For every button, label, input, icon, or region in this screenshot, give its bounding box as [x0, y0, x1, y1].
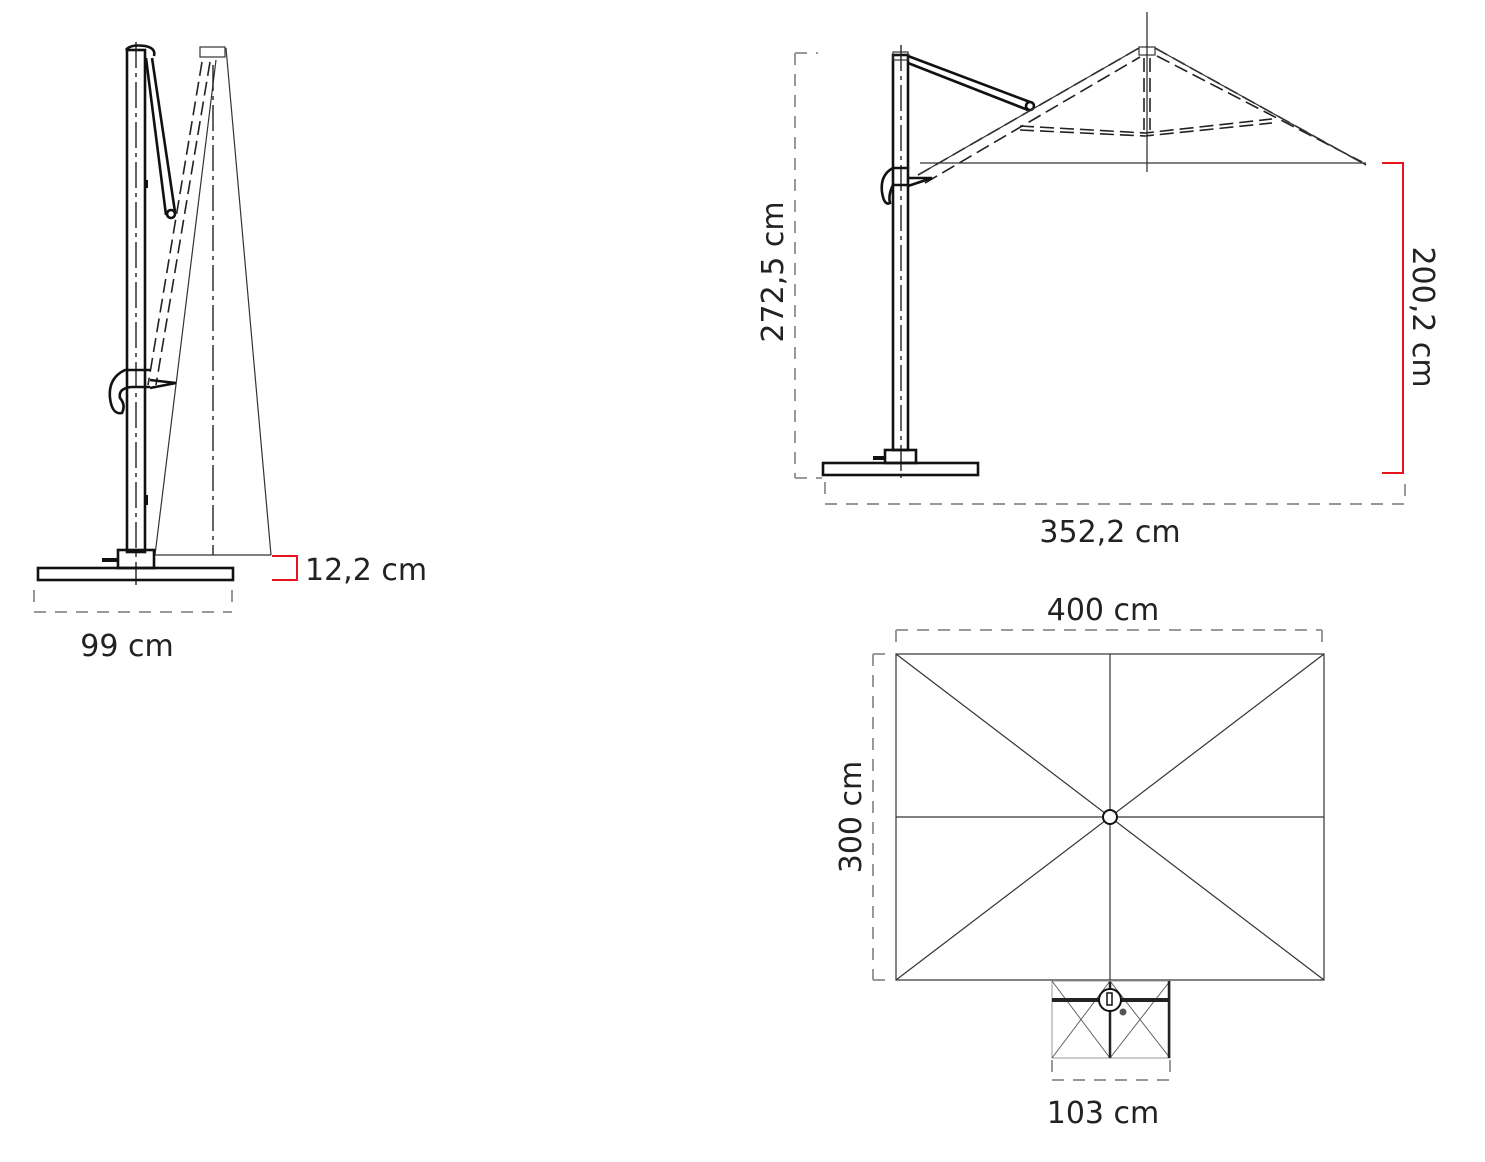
dimension-line: [872, 653, 892, 981]
red-dimension-bracket: [1382, 162, 1404, 474]
strut: [147, 61, 211, 386]
base-plate: [821, 461, 980, 477]
arm-joint: [165, 208, 177, 220]
base-plate: [36, 566, 235, 582]
base-width-dimension-left: 99 cm: [33, 590, 233, 664]
red-dimension-bracket: [272, 555, 298, 581]
total-height-dimension: 272,5 cm: [756, 52, 822, 479]
dimension-line: [895, 629, 1323, 650]
base-width-dimension-top: 103 cm: [1047, 1060, 1171, 1131]
dimension-line: [33, 590, 233, 613]
ground-clearance-label: 12,2 cm: [305, 553, 427, 588]
canopy-length-dimension: 400 cm: [895, 593, 1323, 650]
dimension-line: [824, 482, 1406, 505]
base-width-label: 103 cm: [1047, 1096, 1160, 1131]
open-umbrella-side-view: [821, 12, 1367, 478]
ground-clearance-dimension: 12,2 cm: [272, 553, 427, 588]
crank-handle: [880, 166, 933, 205]
canopy-edge-height-label: 200,2 cm: [1405, 246, 1440, 387]
canopy-hub: [1102, 809, 1118, 825]
dimension-line: [794, 52, 822, 479]
arm: [907, 54, 1031, 112]
base-top-view: [1051, 980, 1171, 1059]
pole-pin: [144, 495, 148, 505]
total-reach-dimension: 352,2 cm: [824, 482, 1406, 550]
canopy-edge-height-dimension: 200,2 cm: [1382, 162, 1440, 474]
crank-handle: [108, 368, 177, 415]
canopy-width-label: 300 cm: [834, 761, 869, 874]
arm: [144, 57, 177, 216]
closed-umbrella-side-view: [36, 42, 272, 585]
dimension-line: [1051, 1060, 1171, 1081]
pole-pin: [144, 180, 148, 188]
total-reach-label: 352,2 cm: [1039, 515, 1180, 550]
canopy-width-dimension: 300 cm: [834, 653, 892, 981]
lower-struts: [1019, 118, 1273, 137]
pole-cap: [124, 44, 156, 57]
total-height-label: 272,5 cm: [756, 201, 791, 342]
canopy-length-label: 400 cm: [1047, 593, 1160, 628]
top-view: [895, 653, 1325, 1059]
canopy-hub: [199, 46, 226, 58]
base-width-label: 99 cm: [80, 629, 173, 664]
center-strut: [1143, 58, 1151, 130]
